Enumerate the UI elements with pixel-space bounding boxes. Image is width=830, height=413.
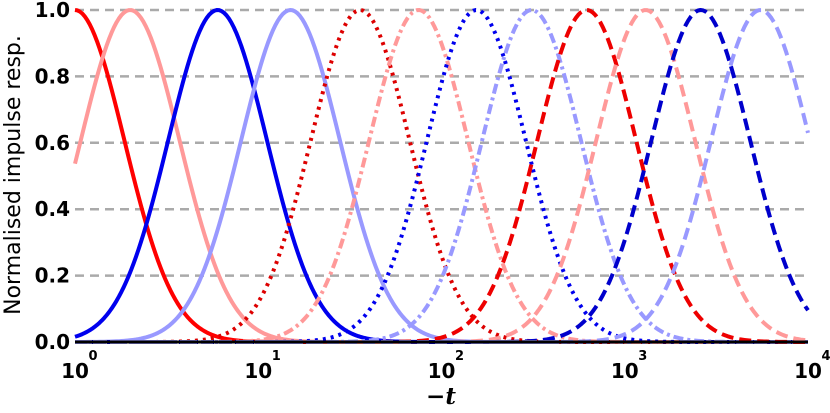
series-line-12 [75,8,810,344]
series-line-10 [75,8,809,344]
x-tick-exponent: 2 [455,349,464,364]
series-line-9 [75,8,808,344]
y-tick-label: 0.8 [35,64,70,88]
x-tick-exponent: 1 [272,349,281,364]
series-line-3 [74,8,808,344]
series-line-11 [75,8,810,344]
series-line-7 [75,8,808,344]
y-tick-label: 0.4 [35,197,70,221]
x-tick-label: 100 [61,349,97,383]
series-line-4 [75,8,808,344]
x-tick-exponent: 3 [638,349,647,364]
x-tick-label: 103 [611,349,647,383]
series-layer [73,8,810,344]
y-tick-label: 0.2 [35,264,70,288]
x-tick-label: 102 [428,349,464,383]
x-tick-base: 10 [244,359,272,383]
series-line-5 [75,8,808,344]
y-tick-label: 0.0 [35,330,70,354]
x-tick-label: 101 [244,349,280,383]
x-tick-exponent: 0 [88,349,97,364]
series-line-1 [74,8,808,344]
y-axis-label: Normalised impulse resp. [1,35,26,315]
series-line-2 [73,8,808,344]
x-tick-exponent: 4 [821,349,830,364]
series-line-8 [75,8,808,344]
x-axis-label: −t [426,383,456,410]
x-tick-base: 10 [61,359,89,383]
x-tick-label: 104 [794,349,830,383]
x-tick-base: 10 [428,359,456,383]
series-line-6 [75,8,808,344]
y-tick-label: 0.6 [35,131,70,155]
y-tick-labels: 0.0 0.2 0.4 0.6 0.8 1.0 [35,0,70,354]
x-tick-base: 10 [794,359,822,383]
y-tick-label: 1.0 [35,0,70,22]
x-tick-base: 10 [611,359,639,383]
